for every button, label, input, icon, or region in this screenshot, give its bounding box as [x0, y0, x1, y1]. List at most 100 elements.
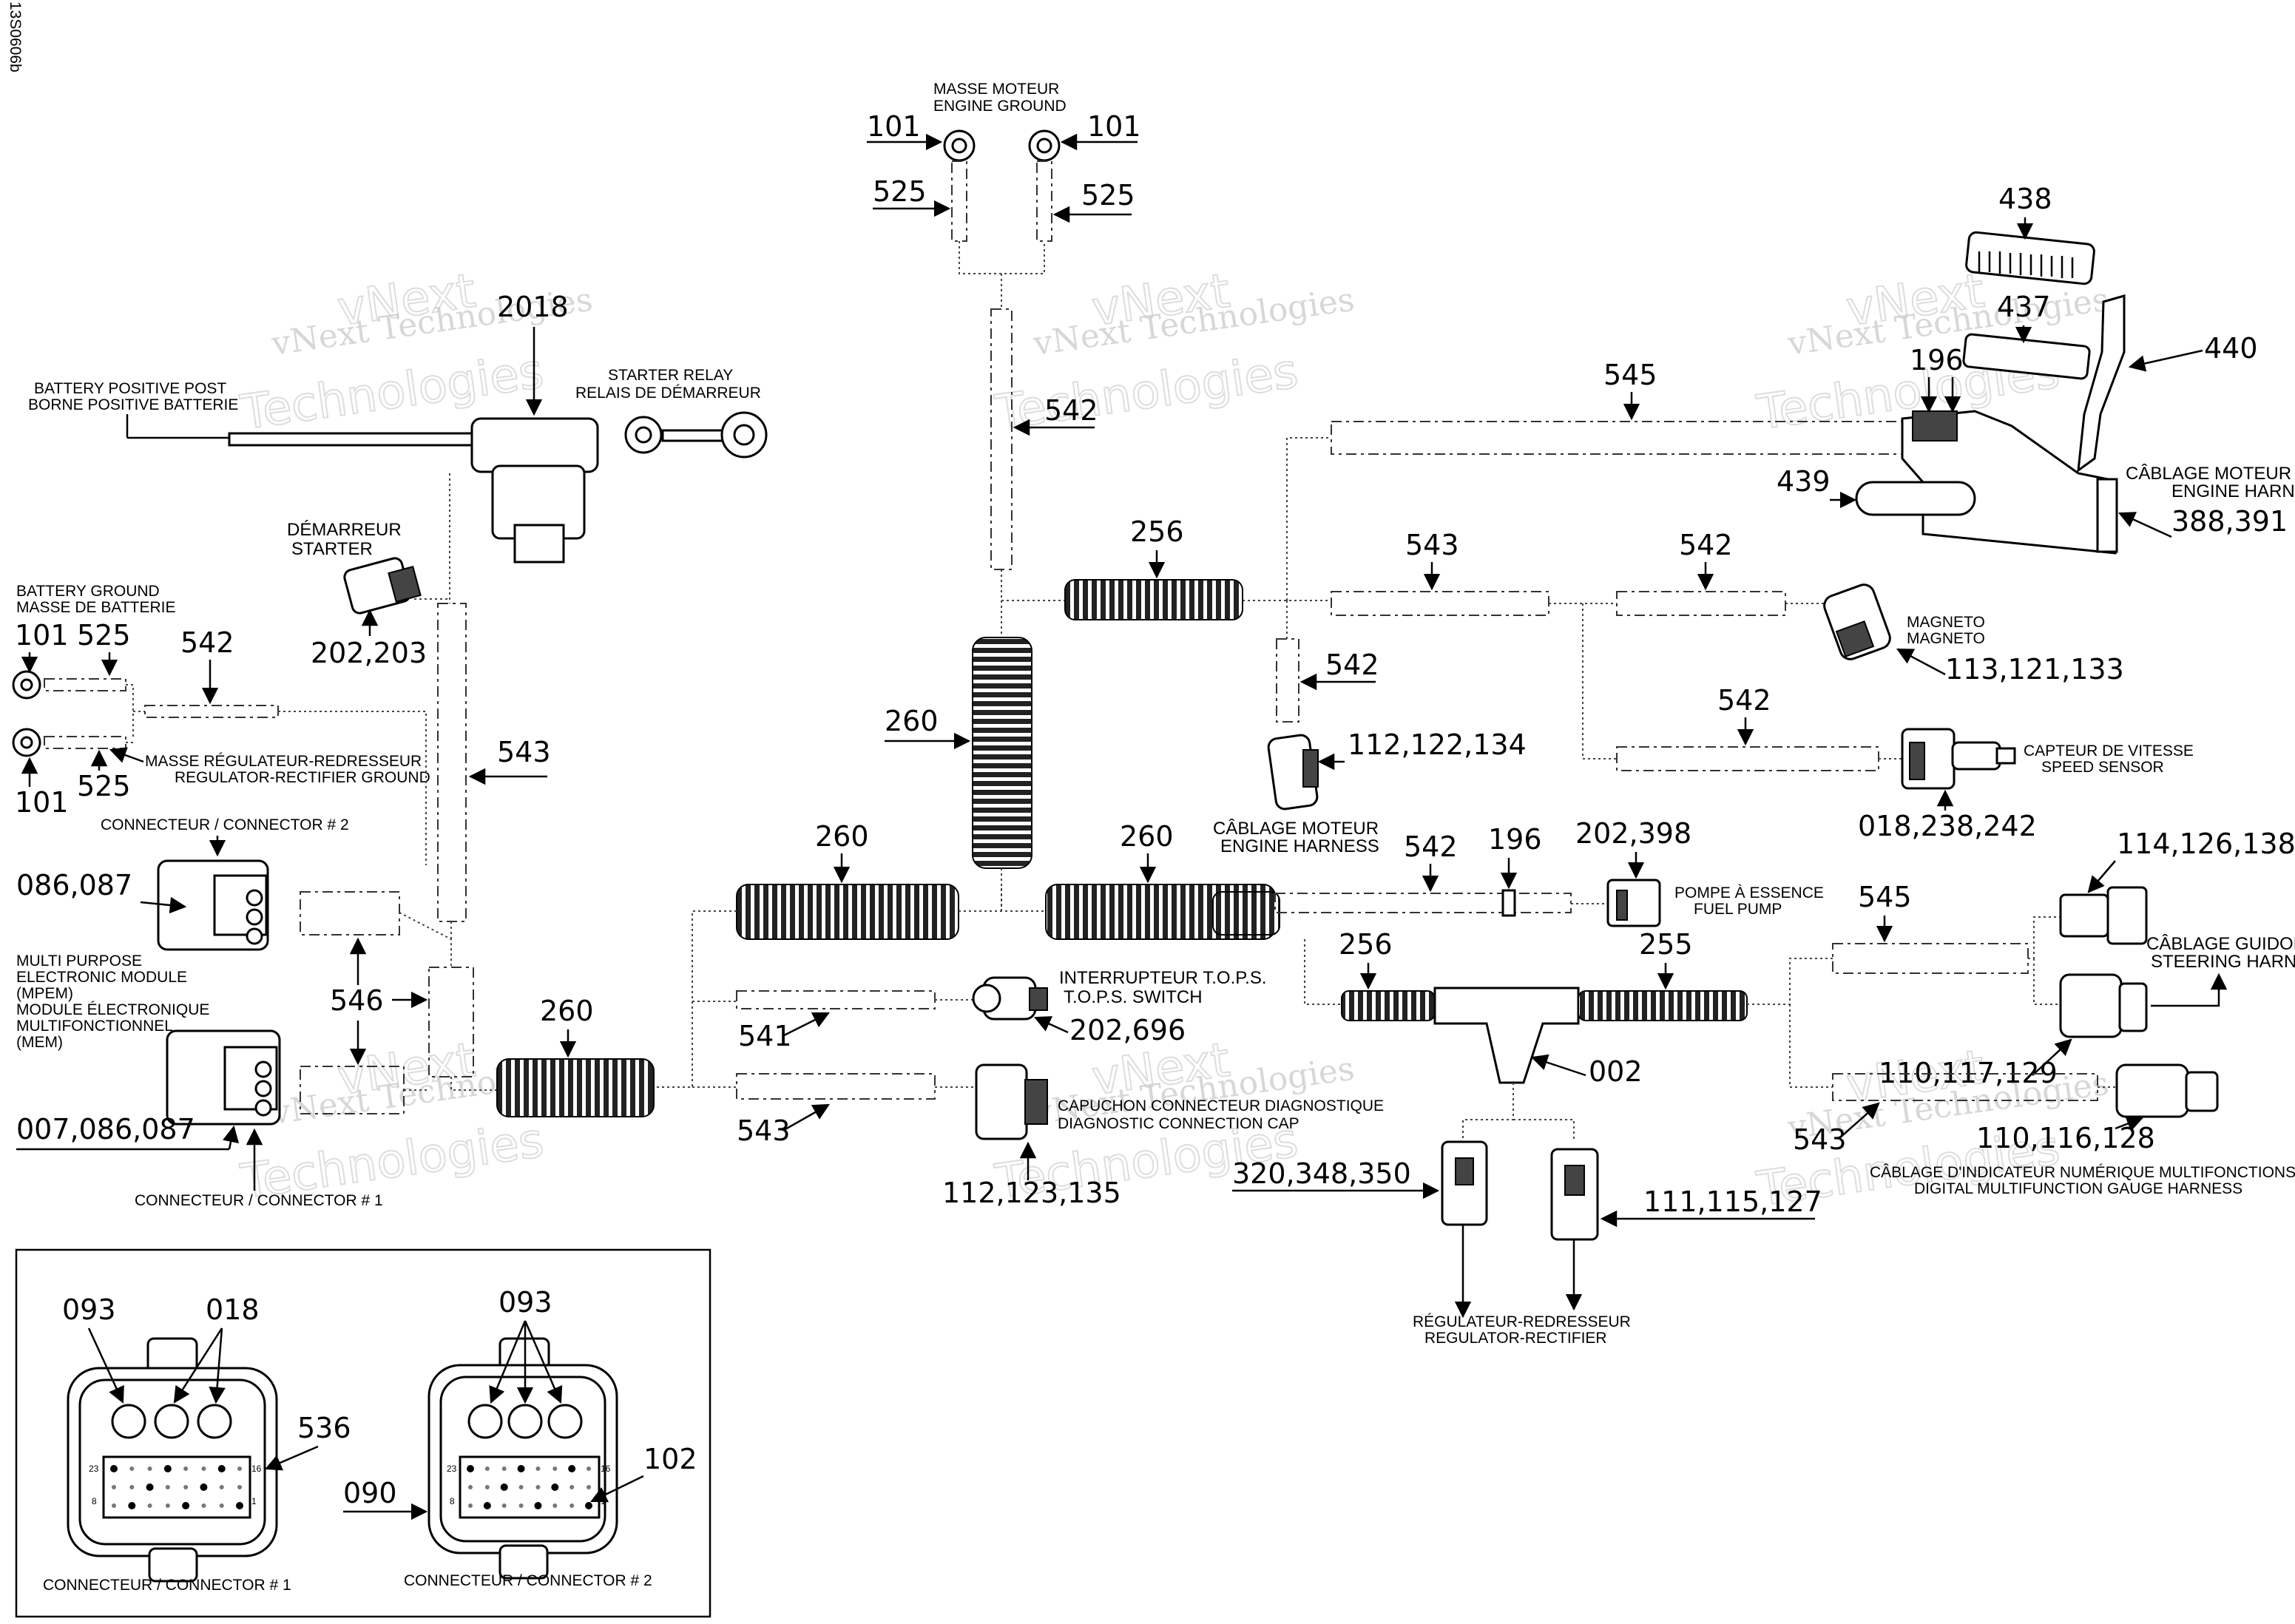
steering-connector-b-plug [2118, 982, 2148, 1032]
label-mpem-2: ELECTRONIC MODULE [16, 969, 187, 986]
regulator-ground-ring-hole [20, 736, 33, 749]
ring-terminal-right-hole [1036, 138, 1052, 154]
callout-112-123-135: 112,123,135 [942, 1177, 1121, 1209]
battery-cable [228, 432, 482, 447]
label-masse-moteur: MASSE MOTEUR [933, 81, 1059, 98]
label-mem-1: MODULE ÉLECTRONIQUE [16, 1001, 209, 1018]
leader-steering-harness [2151, 972, 2228, 1007]
callout-438: 438 [1998, 183, 2052, 215]
label-connecteur-2-inset: CONNECTEUR / CONNECTOR # 2 [404, 1572, 652, 1589]
pin-16-c2: 16 [601, 1464, 611, 1474]
leader-114-126-138 [2087, 860, 2116, 893]
label-connecteur-1-inset: CONNECTEUR / CONNECTOR # 1 [43, 1577, 291, 1594]
label-interrupteur-tops: INTERRUPTEUR T.O.P.S. [1059, 968, 1267, 988]
engine-harness-arm [2077, 294, 2126, 473]
connector-pin [468, 1503, 473, 1508]
callout-260-mid: 260 [885, 705, 939, 737]
inset-connector-2-seal [547, 1404, 583, 1439]
callout-202-203: 202,203 [311, 637, 427, 669]
callout-440: 440 [2204, 332, 2258, 365]
callout-093-inset-1: 093 [62, 1293, 116, 1326]
callout-090: 090 [343, 1477, 397, 1509]
connector-pin [183, 1485, 189, 1489]
callout-112-122-134: 112,122,134 [1348, 728, 1527, 761]
leader-110-117-129 [2032, 1038, 2072, 1076]
sleeve-541 [736, 990, 936, 1009]
callout-320-348-350: 320,348,350 [1232, 1157, 1411, 1190]
connector-pin [569, 1503, 575, 1508]
speed-sensor-pins [1909, 742, 1925, 780]
callout-2018: 2018 [497, 291, 569, 323]
callout-542-r2: 542 [1717, 684, 1771, 717]
callout-256-low: 256 [1339, 928, 1393, 961]
connector-438-teeth [1978, 251, 2074, 278]
sleeve-525-left [951, 160, 967, 242]
speed-sensor-head [1951, 741, 2001, 771]
wire-steering [2028, 916, 2061, 1005]
conduit-260-vertical-group: 260 [885, 637, 1032, 911]
callout-525-regulator-ground: 525 [77, 770, 131, 802]
leader-018-inset-a [173, 1327, 223, 1404]
mpem-group: CONNECTEUR / CONNECTOR # 2 086,087 MULTI… [16, 816, 383, 1209]
mpem-connector-2-seal [246, 908, 263, 926]
label-mem-2: MULTIFONCTIONNEL [16, 1018, 173, 1035]
wire-engine-ground [959, 241, 1045, 309]
label-capteur-vitesse: CAPTEUR DE VITESSE [2024, 742, 2194, 759]
connector-pin [551, 1483, 559, 1491]
callout-542-fuel: 542 [1404, 830, 1458, 863]
leader-388-391 [2117, 512, 2172, 538]
label-connecteur-2: CONNECTEUR / CONNECTOR # 2 [101, 816, 349, 833]
connector-pin [552, 1503, 558, 1508]
callout-002: 002 [1589, 1055, 1643, 1088]
sleeve-546-connector-2 [300, 891, 400, 936]
label-engine-ground: ENGINE GROUND [933, 98, 1067, 115]
label-magneto-fr: MAGNETO [1907, 614, 1985, 631]
engine-harness-end-block [2096, 478, 2118, 553]
fuel-pump-connector [1606, 879, 1661, 927]
leader-093-inset-2-c [524, 1320, 563, 1404]
sleeve-543-top [1331, 591, 1549, 616]
connector-pin [112, 1485, 116, 1489]
leader-536 [264, 1445, 319, 1471]
callout-101-battery-ground: 101 [15, 619, 69, 652]
label-steering-harness: STEERING HARNESS [2151, 952, 2295, 972]
conduit-260-vertical [972, 637, 1032, 869]
fuel-pump-group: 542 196 202,398 POMPE À ESSENCE FUEL PUM… [1212, 817, 1824, 936]
callout-543-right: 543 [1793, 1123, 1847, 1156]
label-regulateur: RÉGULATEUR-REDRESSEUR [1413, 1313, 1631, 1330]
sleeve-546-vertical [428, 967, 474, 1077]
pin-1-c1: 1 [251, 1496, 257, 1506]
callout-542-top: 542 [1044, 394, 1098, 427]
connector-pin [165, 1485, 170, 1489]
inset-connector-2-pinfield [459, 1455, 601, 1519]
sleeve-542-fuel [1274, 893, 1572, 913]
relay-terminal-ring-hole [635, 426, 652, 444]
connector-pin [518, 1485, 524, 1489]
callout-101-left: 101 [867, 110, 921, 143]
speed-sensor-tip [1995, 747, 2016, 765]
sleeve-545-right [1832, 943, 2029, 974]
leader-113-121-133 [1896, 648, 1946, 676]
inset-connector-1-pinfield [102, 1455, 251, 1519]
sleeve-525-regulator-ground [44, 736, 126, 749]
connector-pin [110, 1465, 118, 1472]
tops-switch-plug [1029, 987, 1048, 1011]
leader-541 [783, 1012, 831, 1037]
wire-starter-relay-down [414, 473, 450, 603]
mpem-connector-2-seal [246, 927, 263, 945]
connector-pin [147, 1466, 152, 1471]
label-masse-regulateur: MASSE RÉGULATEUR-REDRESSEUR [145, 753, 422, 770]
leader-007-086-087-up [222, 1125, 240, 1150]
inset-connectors: 23 16 8 1 093 018 536 CONNECTEUR / CONNE… [15, 1248, 712, 1618]
connector-pin [535, 1485, 541, 1489]
sleeve-543-left [437, 603, 467, 922]
callout-256-top: 256 [1130, 515, 1184, 548]
ring-terminal-left-hole [951, 138, 967, 154]
connector-pin [237, 1466, 242, 1471]
connector-pin [236, 1502, 243, 1509]
figure-code: 13S0606b [7, 1, 24, 72]
label-relais-demarreur: RELAIS DE DÉMARREUR [575, 385, 761, 402]
starter-relay-group: BATTERY POSITIVE POST BORNE POSITIVE BAT… [28, 291, 768, 564]
callout-536: 536 [297, 1412, 351, 1444]
label-battery-positive-post: BATTERY POSITIVE POST [34, 380, 226, 397]
